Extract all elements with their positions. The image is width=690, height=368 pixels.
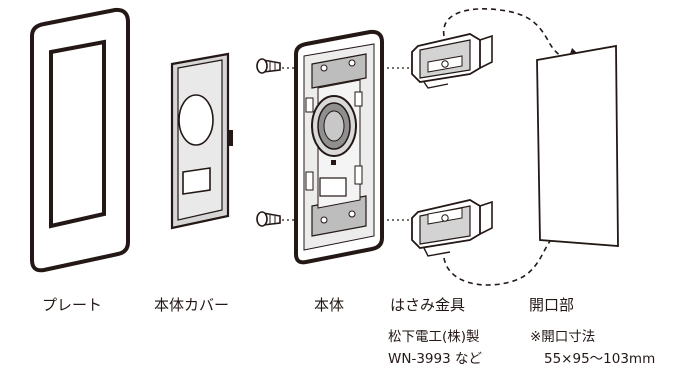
insertion-arrows — [442, 8, 575, 286]
plate-label: プレート — [42, 296, 103, 314]
body-illustration — [294, 29, 384, 265]
opening-size: 55×95～103mm — [544, 351, 656, 367]
cover-illustration — [170, 52, 233, 230]
opening-label: 開口部 — [529, 296, 575, 314]
opening-note-title: ※開口寸法 — [530, 329, 596, 345]
cover-label: 本体カバー — [154, 296, 230, 314]
opening-illustration — [536, 44, 619, 247]
bracket-model: WN-3993 など — [388, 351, 482, 367]
bracket-label: はさみ金具 — [390, 296, 466, 314]
bracket-bottom — [411, 199, 493, 257]
bracket-top — [411, 33, 493, 89]
screw-bottom — [256, 211, 281, 227]
plate-illustration — [30, 7, 130, 273]
bracket-maker: 松下電工(株)製 — [388, 329, 480, 345]
body-label: 本体 — [314, 296, 345, 314]
screw-top — [256, 58, 281, 74]
